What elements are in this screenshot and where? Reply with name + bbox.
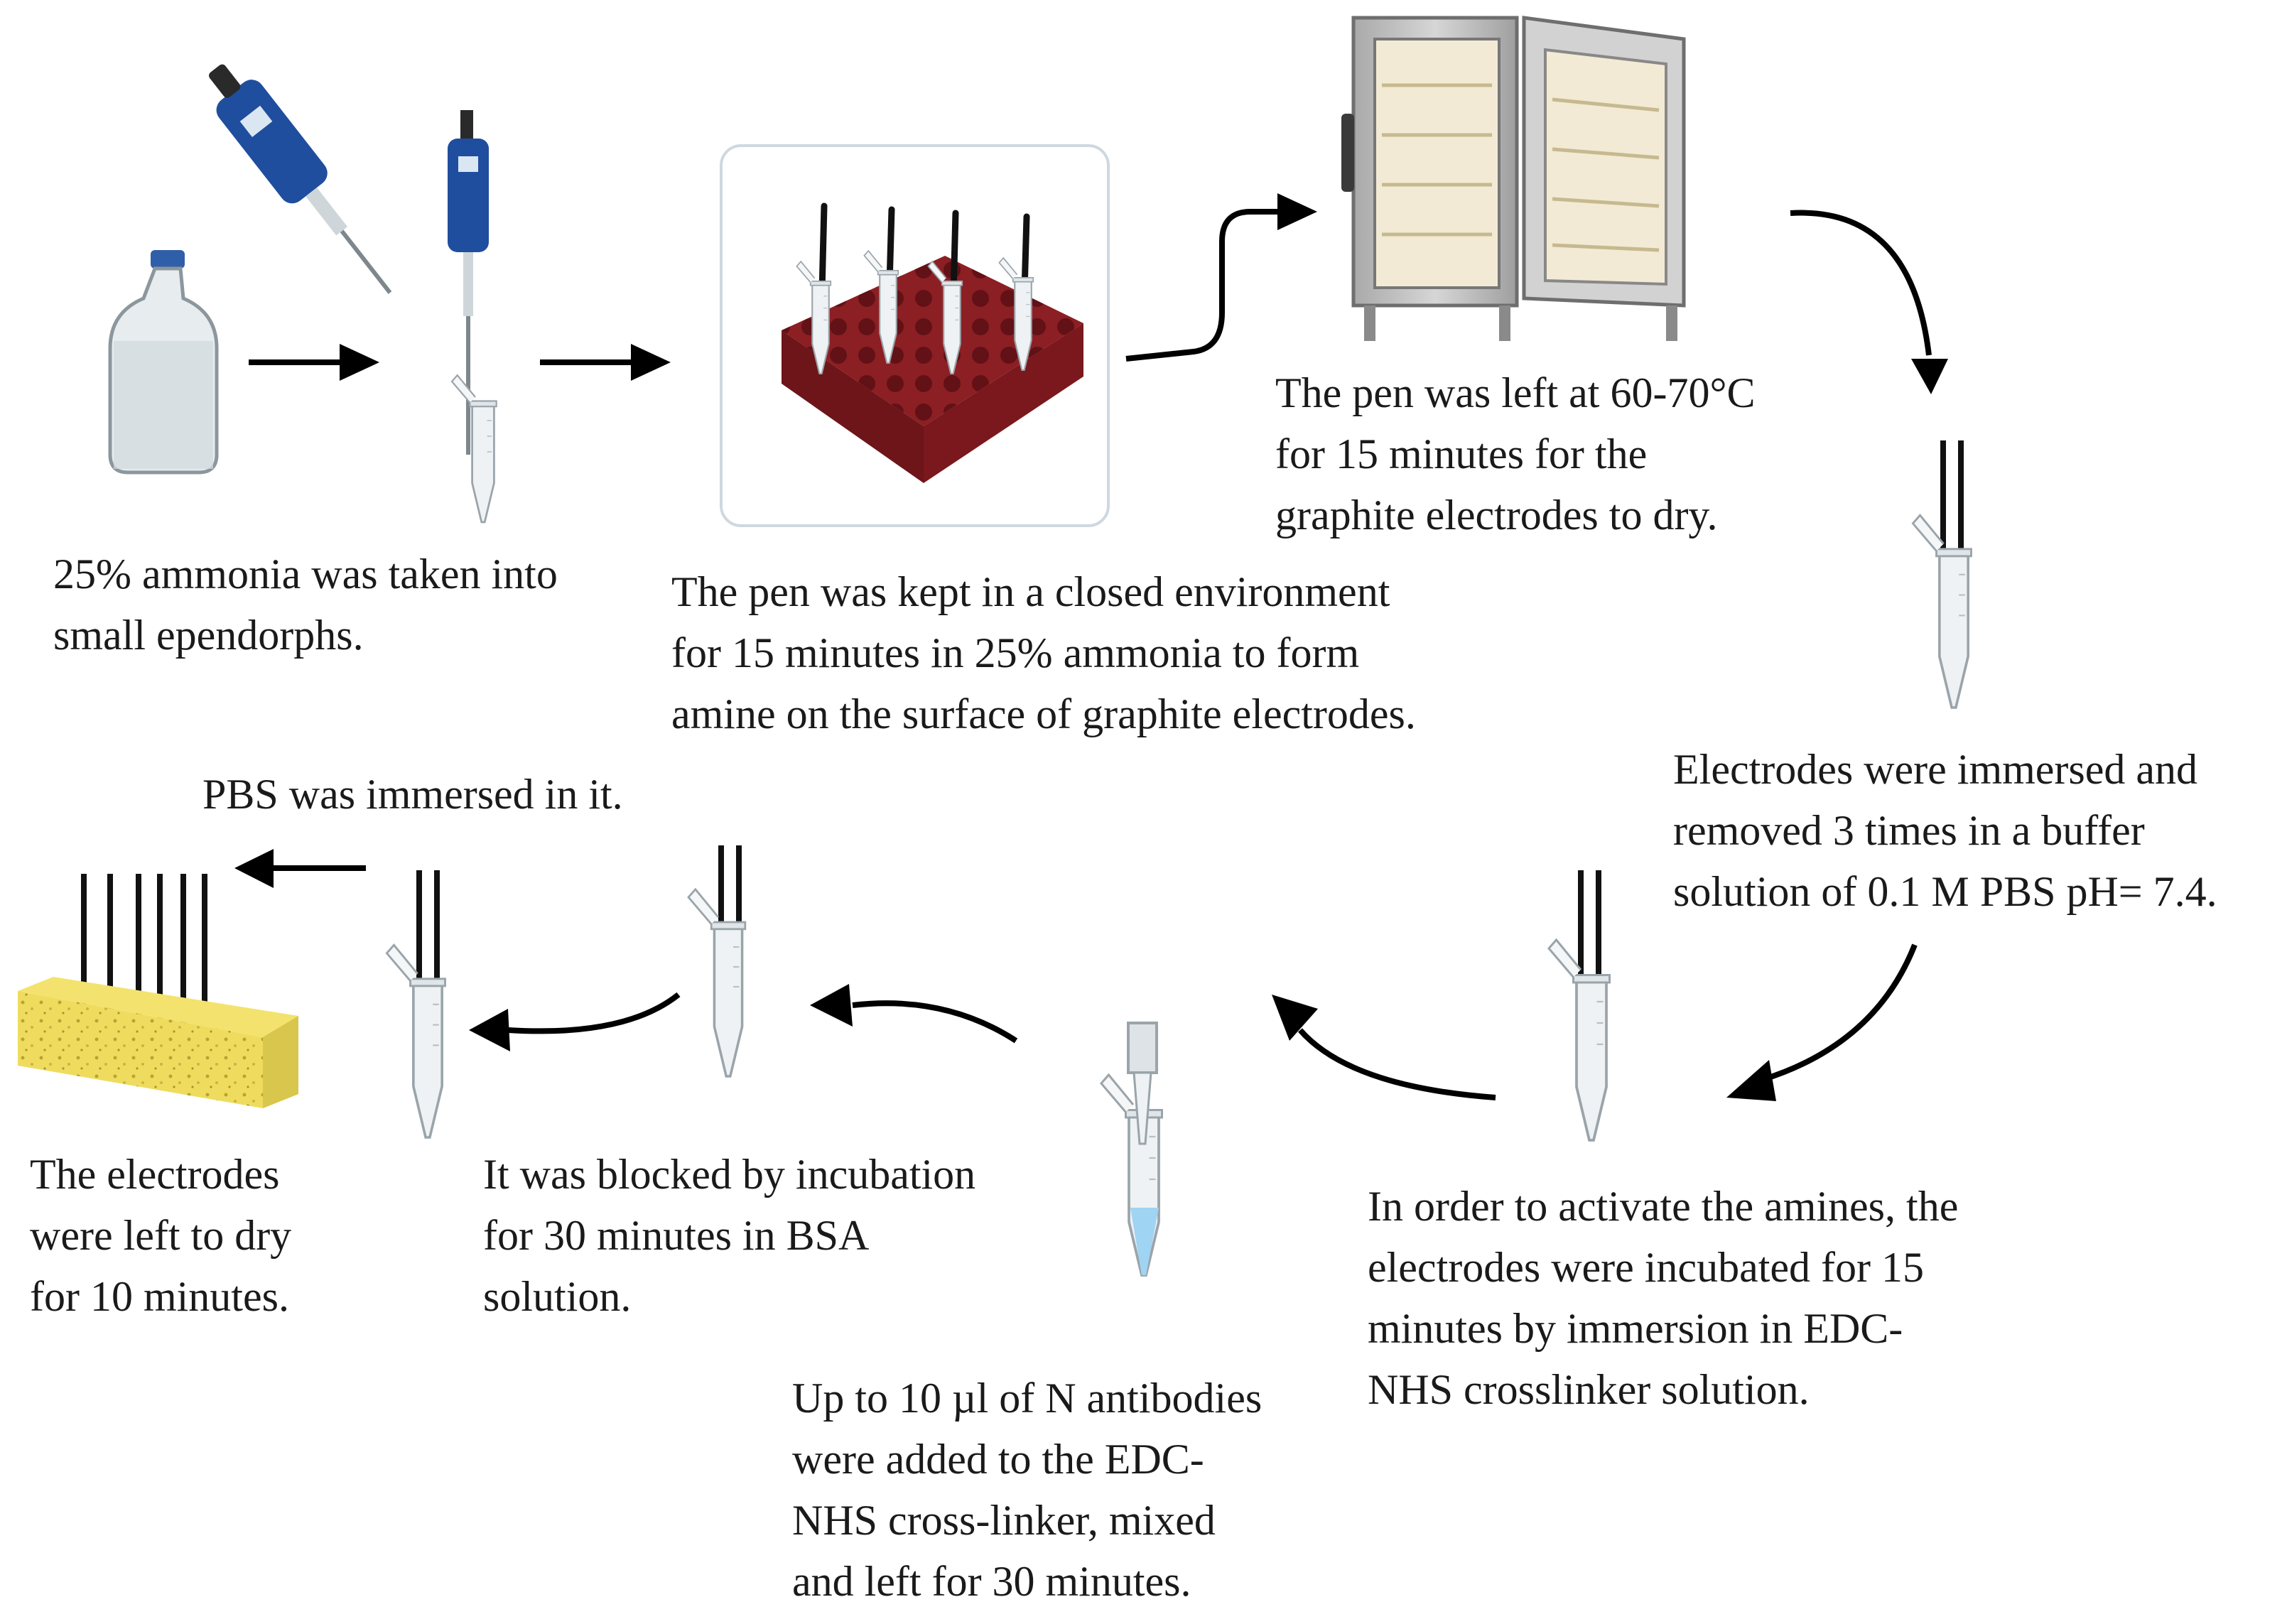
tube-icon [1100,1022,1164,1277]
tube-rack-icon [782,202,1083,483]
caption-pbs-immersed: PBS was immersed in it. [202,771,623,818]
tube-icon [385,870,447,1139]
tube-icon [1547,870,1611,1142]
arrow-icon [234,849,366,888]
tube-icon [450,374,498,524]
sponge-icon [18,874,298,1108]
arrow-icon [540,344,671,381]
arrow-icon [1125,193,1317,362]
arrow-icon [1726,943,1918,1101]
oven-icon [1341,16,1686,341]
arrow-icon [469,992,681,1051]
arrow-icon [1272,995,1496,1100]
arrow-icon [810,984,1018,1044]
bottle-icon [108,250,219,475]
arrow-icon [1790,210,1948,394]
caption-closed-environment: The pen was kept in a closed environment… [671,568,1416,737]
pipette-icon [209,64,392,294]
arrow-icon [249,344,379,381]
tube-icon [687,845,747,1078]
pipette-icon [448,110,489,455]
tube-icon [1911,440,1973,709]
